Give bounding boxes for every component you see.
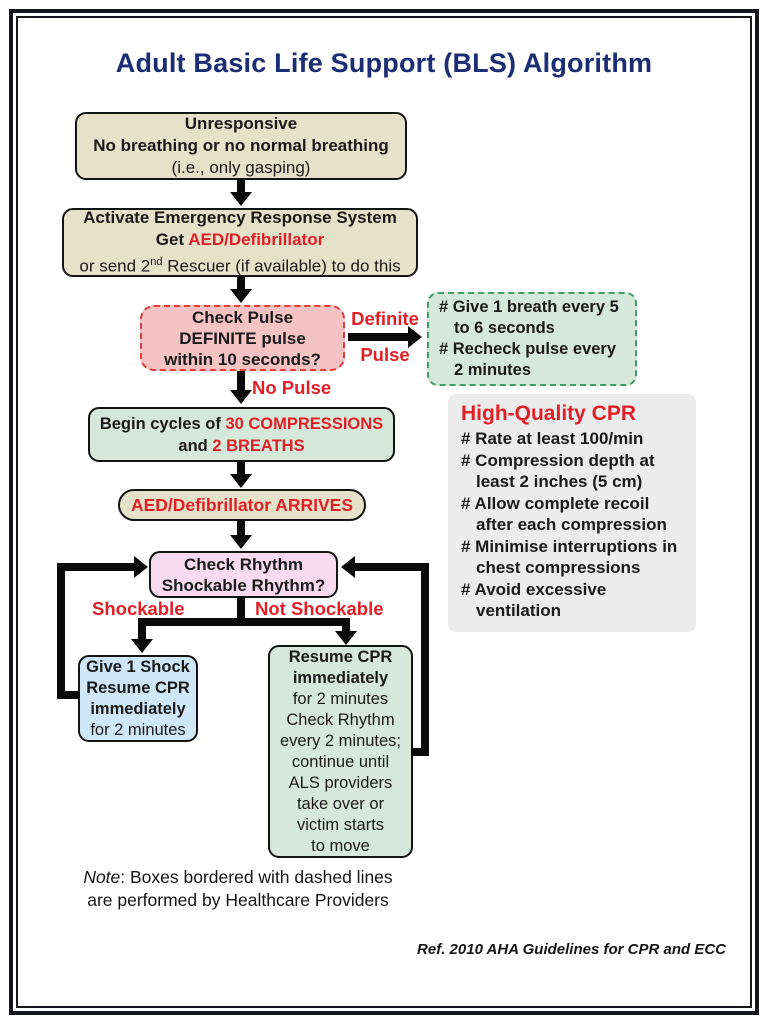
- hq-cpr-item-2: # Compression depth at least 2 inches (5…: [461, 450, 655, 492]
- loop-right-vertical: [421, 563, 429, 756]
- arrow-cycles-to-aed: [237, 462, 245, 476]
- breaths-item-2: # Recheck pulse every 2 minutes: [439, 340, 617, 379]
- loop-left-vertical: [57, 563, 65, 699]
- note-prefix: Note: [83, 867, 121, 887]
- connector-notshockable-drop: [342, 622, 350, 632]
- arrow-definite-pulse: [348, 333, 410, 341]
- loop-right-top: [355, 563, 429, 571]
- begin-cycles-mid: and: [178, 436, 213, 455]
- connector-rhythm-split-stem: [237, 597, 245, 626]
- check-rhythm-line1: Check Rhythm: [183, 554, 304, 574]
- box-aed-arrives: AED/Defibrillator ARRIVES: [118, 489, 366, 521]
- activate-get-text: Get: [155, 230, 189, 250]
- unresponsive-line2: No breathing or no normal breathing: [93, 136, 389, 155]
- give-shock-line3: immediately: [90, 699, 186, 718]
- give-shock-line4: for 2 minutes: [90, 720, 186, 739]
- box-begin-cycles: Begin cycles of 30 COMPRESSIONS and 2 BR…: [88, 407, 395, 462]
- connector-shockable-drop: [138, 622, 146, 640]
- begin-cycles-line2: and 2 BREATHS: [178, 435, 304, 457]
- give-shock-line1: Give 1 Shock: [86, 657, 190, 676]
- hq-cpr-item-5: # Avoid excessive ventilation: [461, 579, 607, 621]
- check-pulse-line1: Check Pulse: [191, 307, 294, 327]
- hq-cpr-item-4: # Minimise interruptions in chest compre…: [461, 536, 678, 578]
- begin-cycles-breaths: 2 BREATHS: [212, 436, 305, 455]
- box-rescue-breaths: # Give 1 breath every 5 to 6 seconds # R…: [427, 292, 637, 386]
- hq-cpr-item-3: # Allow complete recoil after each compr…: [461, 493, 667, 535]
- breaths-item-1: # Give 1 breath every 5 to 6 seconds: [439, 298, 619, 337]
- resume-cpr-line-0: Resume CPR: [288, 647, 393, 666]
- box-activate-emergency: Activate Emergency Response System Get A…: [62, 208, 418, 277]
- begin-cycles-compressions: 30 COMPRESSIONS: [225, 414, 384, 433]
- resume-cpr-line-2: for 2 minutes: [292, 689, 389, 708]
- loop-left-bottom: [60, 691, 80, 699]
- hq-cpr-title: High-Quality CPR: [461, 402, 637, 425]
- label-definite-pulse-line1: Definite: [351, 308, 419, 329]
- unresponsive-line3: (i.e., only gasping): [171, 158, 311, 177]
- label-definite-pulse-line2: Pulse: [360, 344, 410, 365]
- activate-line2: Get AED/Defibrillator: [156, 229, 324, 251]
- panel-high-quality-cpr: High-Quality CPR # Rate at least 100/min…: [448, 394, 696, 632]
- resume-cpr-line-3: Check Rhythm: [286, 710, 395, 729]
- resume-cpr-line-9: to move: [311, 836, 370, 855]
- note-line2: are performed by Healthcare Providers: [87, 890, 389, 910]
- note-line1: Note: Boxes bordered with dashed lines: [52, 866, 424, 889]
- give-shock-line2: Resume CPR: [86, 678, 190, 697]
- resume-cpr-line-5: continue until: [291, 752, 390, 771]
- arrowhead-definite-pulse: [408, 326, 422, 348]
- arrowhead-no-pulse: [230, 390, 252, 404]
- box-give-shock: Give 1 Shock Resume CPR immediately for …: [78, 655, 198, 742]
- connector-rhythm-split-bar: [138, 618, 350, 626]
- loop-right-bottom: [411, 748, 429, 756]
- arrowhead-shockable-drop: [131, 639, 153, 653]
- box-unresponsive: Unresponsive No breathing or no normal b…: [75, 112, 407, 180]
- resume-cpr-line-7: take over or: [296, 794, 385, 813]
- arrow-aed-to-rhythm: [237, 520, 245, 536]
- activate-aed-text: AED/Defibrillator: [188, 230, 325, 250]
- page-title: Adult Basic Life Support (BLS) Algorithm: [115, 48, 653, 78]
- hq-cpr-item-1: # Rate at least 100/min: [461, 429, 644, 448]
- label-shockable: Shockable: [92, 598, 185, 619]
- arrowhead-cycles-to-aed: [230, 474, 252, 488]
- arrowhead-notshockable-drop: [335, 631, 357, 645]
- resume-cpr-line-1: immediately: [292, 668, 389, 687]
- activate-line3-sup: nd: [150, 256, 163, 269]
- arrowhead-loop-left: [134, 556, 148, 578]
- activate-line3: or send 2nd Rescuer (if available) to do…: [79, 251, 400, 278]
- check-rhythm-line2: Shockable Rhythm?: [161, 575, 326, 595]
- begin-cycles-pre: Begin cycles of: [99, 414, 226, 433]
- arrowhead-unresponsive-to-activate: [230, 192, 252, 206]
- reference-text: Ref. 2010 AHA Guidelines for CPR and ECC: [417, 941, 726, 958]
- label-no-pulse: No Pulse: [252, 377, 332, 398]
- arrow-activate-to-checkpulse: [237, 276, 245, 291]
- activate-line3-post: Rescuer (if available) to do this: [162, 256, 401, 276]
- resume-cpr-line-6: ALS providers: [288, 773, 393, 792]
- aed-arrives-label: AED/Defibrillator ARRIVES: [130, 495, 354, 515]
- label-not-shockable: Not Shockable: [255, 598, 384, 619]
- check-pulse-line2: DEFINITE pulse: [179, 328, 306, 348]
- loop-left-top: [57, 563, 135, 571]
- activate-line3-pre: or send 2: [79, 256, 151, 276]
- arrow-no-pulse: [237, 371, 245, 392]
- check-pulse-line3: within 10 seconds?: [164, 349, 321, 369]
- resume-cpr-line-4: every 2 minutes;: [279, 731, 402, 750]
- arrowhead-loop-right: [341, 556, 355, 578]
- note-text: Note: Boxes bordered with dashed lines a…: [52, 866, 424, 912]
- activate-line1: Activate Emergency Response System: [83, 208, 397, 228]
- box-resume-cpr: Resume CPR immediately for 2 minutes Che…: [268, 645, 413, 858]
- arrow-unresponsive-to-activate: [237, 179, 245, 194]
- note-line1-rest: : Boxes bordered with dashed lines: [120, 867, 393, 887]
- box-check-pulse: Check Pulse DEFINITE pulse within 10 sec…: [140, 305, 345, 371]
- unresponsive-line1: Unresponsive: [184, 114, 298, 133]
- begin-cycles-line1: Begin cycles of 30 COMPRESSIONS: [100, 413, 383, 435]
- arrowhead-aed-to-rhythm: [230, 535, 252, 549]
- arrowhead-activate-to-checkpulse: [230, 289, 252, 303]
- box-check-rhythm: Check Rhythm Shockable Rhythm?: [149, 551, 338, 598]
- resume-cpr-line-8: victim starts: [296, 815, 385, 834]
